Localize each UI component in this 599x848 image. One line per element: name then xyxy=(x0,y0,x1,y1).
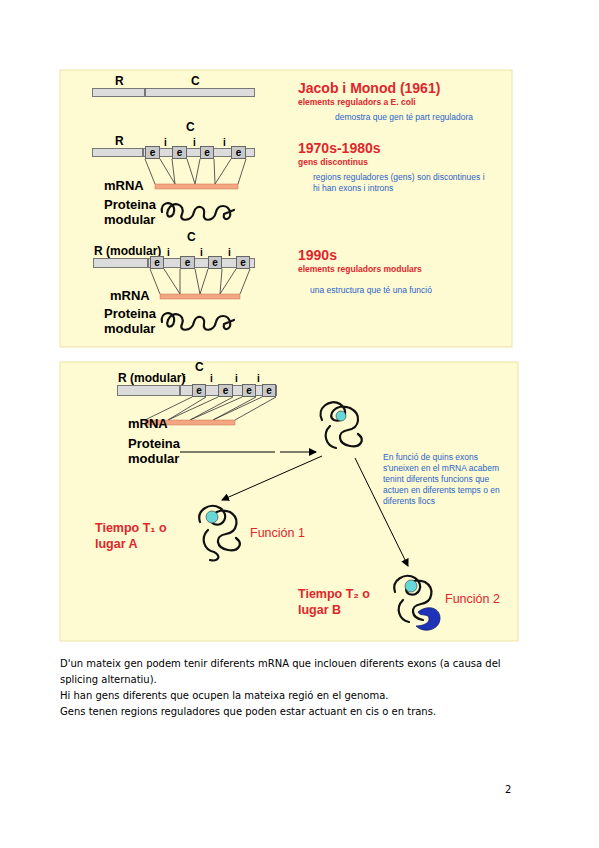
exon-box: e xyxy=(145,146,160,159)
exon-label: e xyxy=(181,257,194,268)
slide-heading: 1990s xyxy=(298,247,337,263)
slide-panel xyxy=(60,70,512,347)
mrna-bar xyxy=(160,294,240,299)
protein-label: Proteina modular xyxy=(104,197,164,227)
exon-label: e xyxy=(201,147,213,158)
exon-box: e xyxy=(172,146,187,159)
exon-label: e xyxy=(219,385,232,396)
intron-label: i xyxy=(183,373,186,385)
note: En funció de quins exons s'uneixen en el… xyxy=(383,452,505,507)
slide-subheading: elements reguladors a E. coli xyxy=(298,98,416,108)
slide-subheading: gens discontinus xyxy=(298,158,368,168)
note: una estructura que té una funció xyxy=(310,285,432,296)
binding-site xyxy=(405,580,417,592)
exon-box: e xyxy=(231,146,246,159)
gene-region-bar: R xyxy=(92,148,143,157)
gene-region-bar: Ceeee xyxy=(148,258,255,268)
intron-label: i xyxy=(235,373,238,385)
slide-heading: Jacob i Monod (1961) xyxy=(298,80,440,96)
region-label: R xyxy=(115,134,124,148)
region-label: C xyxy=(195,360,204,374)
body-text: Hi han gens diferents que ocupen la mate… xyxy=(60,688,530,704)
intron-label: i xyxy=(167,247,170,259)
intron-label: i xyxy=(257,373,260,385)
exon-box: e xyxy=(192,384,206,397)
region-label: R (modular) xyxy=(118,371,185,385)
gene-region-bar: Ceeee xyxy=(180,385,277,396)
arrow xyxy=(222,456,322,500)
exon-label: e xyxy=(237,257,249,268)
protein-line xyxy=(180,452,275,453)
intron-label: i xyxy=(200,247,203,259)
gene-region-bar: Ceeee xyxy=(143,148,255,157)
exon-label: e xyxy=(232,147,245,158)
region-label: R xyxy=(115,74,124,88)
intron-label: i xyxy=(164,137,167,149)
exon-label: e xyxy=(146,147,159,158)
region-label: C xyxy=(186,120,195,134)
slide-subheading: elements reguladors modulars xyxy=(298,265,422,275)
exon-label: e xyxy=(263,385,275,396)
exon-box: e xyxy=(200,146,214,159)
exon-label: e xyxy=(209,257,221,268)
protein-label: Proteina modular xyxy=(128,436,188,466)
mrna-label: mRNA xyxy=(110,289,150,304)
note: demostra que gen té part reguladora xyxy=(335,112,473,123)
intron-label: i xyxy=(210,373,213,385)
binding-site xyxy=(336,411,346,421)
binding-site xyxy=(206,511,218,523)
gene-region-bar: R xyxy=(92,88,145,97)
intron-label: i xyxy=(193,137,196,149)
exon-box: e xyxy=(242,384,256,397)
note: regions reguladores (gens) son discontin… xyxy=(313,172,493,194)
mrna-label: mRNA xyxy=(104,179,144,194)
intron-label: i xyxy=(228,247,231,259)
arrow xyxy=(280,452,316,453)
slide-heading: 1970s-1980s xyxy=(298,140,381,156)
exon-label: e xyxy=(173,147,186,158)
mrna-label: mRNA xyxy=(128,417,168,432)
gene-region-bar: R (modular) xyxy=(93,258,148,268)
gene-region-bar: C xyxy=(145,88,255,97)
exon-label: e xyxy=(243,385,255,396)
body-text: Gens tenen regions reguladores que poden… xyxy=(60,704,530,720)
exon-label: e xyxy=(193,385,205,396)
exon-box: e xyxy=(208,256,222,269)
exon-box: e xyxy=(150,256,164,269)
page-number: 2 xyxy=(505,784,511,796)
function-label: Función 1 xyxy=(250,526,305,540)
body-text: D'un mateix gen podem tenir diferents mR… xyxy=(60,656,530,688)
intron-label: i xyxy=(223,137,226,149)
slide-panel xyxy=(60,362,518,641)
region-label: C xyxy=(191,74,200,88)
function-label: Función 2 xyxy=(445,592,500,606)
condition-label: Tiempo T₁ o lugar A xyxy=(95,520,200,552)
exon-box: e xyxy=(262,384,276,397)
exon-box: e xyxy=(180,256,195,269)
gene-region-bar: R (modular) xyxy=(117,385,180,396)
mrna-bar xyxy=(155,184,238,189)
protein-label: Proteina modular xyxy=(104,306,164,336)
exon-box: e xyxy=(218,384,233,397)
exon-label: e xyxy=(151,257,163,268)
exon-box: e xyxy=(236,256,250,269)
condition-label: Tiempo T₂ o lugar B xyxy=(298,586,403,618)
region-label: C xyxy=(187,230,196,244)
extra-domain xyxy=(416,608,440,630)
